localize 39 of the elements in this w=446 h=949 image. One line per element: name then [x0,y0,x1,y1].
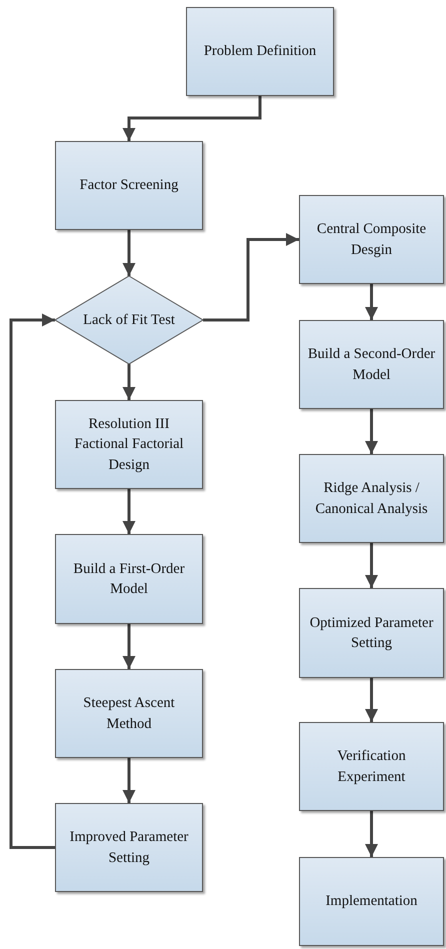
step-label: Build a First-Order Model [72,560,186,599]
process-box [55,141,203,230]
process-box [299,195,444,284]
arrow [10,313,55,849]
arrow [122,230,136,276]
process-box [299,857,444,946]
arrow [122,624,136,669]
process-box [299,722,444,811]
process-box [55,534,203,624]
process-box [299,320,444,409]
process-box [55,400,203,489]
arrow [364,811,378,857]
step-label: Lack of Fit Test [83,312,175,328]
process-box [55,669,203,758]
arrow [364,543,378,588]
step-label: Improved Parameter Setting [68,828,190,868]
arrow [122,489,136,534]
arrow [203,232,299,322]
step-label: Verification Experiment [336,747,407,786]
arrow [122,758,136,803]
step-label: Factor Screening [80,176,178,196]
step-label: Ridge Analysis / Canonical Analysis [314,479,429,518]
step-label: Central Composite Desgin [316,220,428,260]
arrow [364,284,378,320]
step-label: Implementation [326,892,418,912]
arrow [364,678,378,722]
step-label: Resolution III Factional Factorial Design [73,415,185,475]
process-box [299,454,444,543]
step-label: Build a Second-Order Model [306,345,436,384]
arrow [122,364,136,400]
arrow [122,96,262,141]
process-box [55,803,203,892]
process-box [299,588,444,678]
step-label: Steepest Ascent Method [82,694,176,734]
step-label: Problem Definition [204,42,316,62]
process-box [186,7,334,96]
arrow [364,409,378,454]
step-label: Optimized Parameter Setting [308,614,434,653]
decision-diamond [55,276,203,364]
